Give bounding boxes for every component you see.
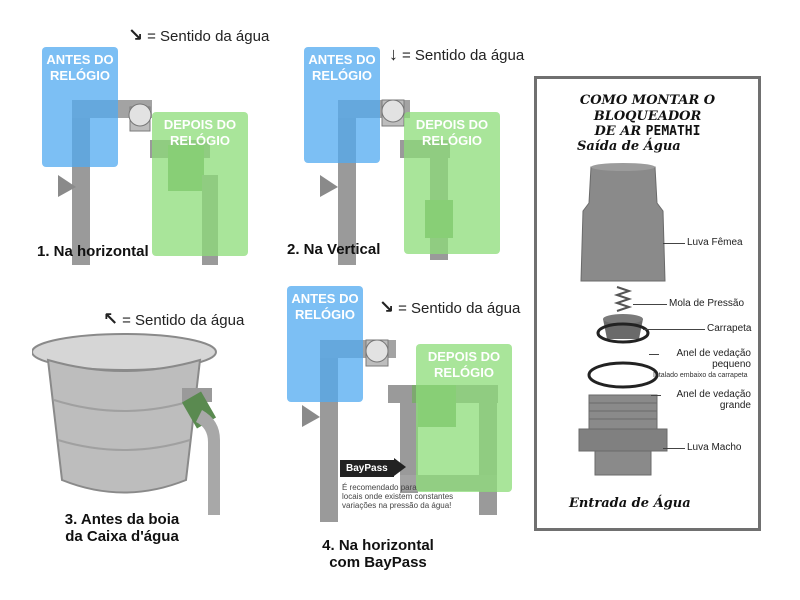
caption-3-line1: 3. Antes da boia [64, 511, 180, 528]
part-note-anel-pequeno: Intalado embaixo da carrapeta [653, 372, 748, 379]
leader-line [649, 354, 659, 355]
caption-3: 3. Antes da boia da Caixa d'água [58, 511, 186, 545]
part-label-anel-pequeno-1: Anel de vedação [676, 348, 751, 359]
baypass-note-line: É recomendado para [342, 483, 417, 492]
panel-title: COMO MONTAR O BLOQUEADOR DE AR PEMATHI [537, 93, 758, 140]
baypass-tag-label: BayPass [340, 460, 394, 478]
flow-indicator-4: ↘= Sentido da água [379, 297, 520, 318]
zone-after-meter-2: DEPOIS DO RELÓGIO [404, 112, 500, 254]
part-label-anel-pequeno-2: pequeno [712, 359, 751, 370]
arrow-up-left-icon: ↖ [103, 309, 119, 329]
panel-title-line2: DE AR PEMATHI [537, 124, 758, 140]
panel-title-prefix: DE AR [594, 124, 642, 140]
caption-4-line2: com BayPass [329, 554, 427, 571]
flow-label: = Sentido da água [398, 300, 521, 317]
water-tank-illustration [32, 333, 220, 515]
caption-4-line1: 4. Na horizontal [322, 537, 434, 554]
part-label-anel-pequeno: Anel de vedação pequeno [657, 348, 751, 370]
caption-3-line2: da Caixa d'água [65, 528, 179, 545]
caption-2: 2. Na Vertical [287, 241, 381, 258]
baypass-tag: BayPass [340, 458, 406, 478]
baypass-note: É recomendado para locais onde existem c… [342, 483, 453, 511]
arrow-right-icon [393, 458, 406, 476]
part-label-anel-grande-1: Anel de vedação [676, 389, 751, 400]
flow-indicator-2: ↓= Sentido da água [389, 44, 524, 65]
part-label-luva-femea: Luva Fêmea [687, 237, 743, 248]
leader-line [643, 329, 705, 330]
flow-label: = Sentido da água [122, 312, 245, 329]
flow-indicator-1: ↘= Sentido da água [128, 25, 269, 46]
flow-indicator-3: ↖= Sentido da água [103, 309, 244, 330]
arrow-down-right-icon: ↘ [379, 297, 395, 317]
zone-before-meter-4: ANTES DO RELÓGIO [287, 286, 363, 402]
arrow-down-icon: ↓ [389, 44, 398, 64]
panel-title-line1: COMO MONTAR O BLOQUEADOR [579, 93, 716, 124]
inlet-label: Entrada de Água [569, 496, 691, 511]
flow-label: = Sentido da água [402, 47, 525, 64]
zone-after-meter-1: DEPOIS DO RELÓGIO [152, 112, 248, 256]
leader-line [633, 304, 667, 305]
zone-before-meter-2: ANTES DO RELÓGIO [304, 47, 380, 163]
arrow-down-right-icon: ↘ [128, 25, 144, 45]
leader-line [663, 243, 685, 244]
caption-1: 1. Na horizontal [37, 243, 149, 260]
outlet-label: Saída de Água [577, 139, 681, 154]
part-label-anel-grande: Anel de vedação grande [657, 389, 751, 411]
leader-line [663, 448, 685, 449]
part-label-anel-grande-2: grande [719, 400, 751, 411]
baypass-note-line: variações na pressão da água! [342, 501, 452, 511]
assembly-panel: COMO MONTAR O BLOQUEADOR DE AR PEMATHI S… [534, 76, 761, 531]
baypass-note-line: locais onde existem constantes [342, 492, 454, 502]
zone-after-meter-4: DEPOIS DO RELÓGIO [416, 344, 512, 492]
part-label-carrapeta: Carrapeta [707, 323, 752, 334]
assembly-exploded-view [578, 163, 668, 476]
brand-name: PEMATHI [645, 124, 701, 140]
part-label-luva-macho: Luva Macho [687, 442, 742, 453]
zone-before-meter-1: ANTES DO RELÓGIO [42, 47, 118, 167]
part-label-mola: Mola de Pressão [669, 298, 745, 309]
leader-line [651, 395, 661, 396]
flow-label: = Sentido da água [147, 28, 270, 45]
caption-4: 4. Na horizontal com BayPass [316, 537, 440, 571]
